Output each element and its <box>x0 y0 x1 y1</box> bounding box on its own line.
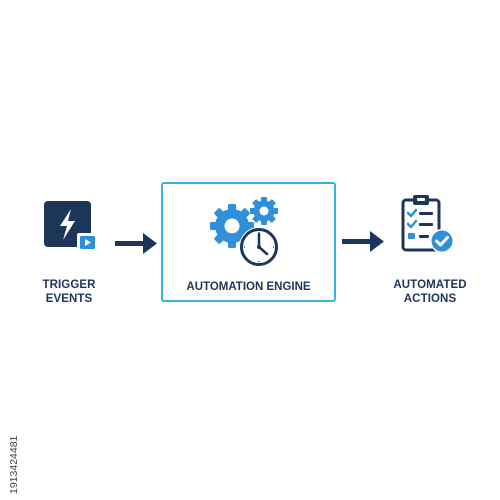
automated-actions-label: AUTOMATED ACTIONS <box>385 278 475 306</box>
trigger-events-label: TRIGGER EVENTS <box>36 278 102 306</box>
trigger-label-line1: TRIGGER <box>42 279 96 291</box>
automation-engine-box: AUTOMATION ENGINE <box>161 182 336 302</box>
gears-clock-icon <box>210 197 279 267</box>
watermark-id-text: 1913424481 <box>8 435 19 494</box>
actions-label-line1: AUTOMATED <box>393 279 467 291</box>
actions-label-line2: ACTIONS <box>403 293 457 305</box>
trigger-label-line2: EVENTS <box>45 293 93 305</box>
automation-engine-label: AUTOMATION ENGINE <box>186 281 311 293</box>
arrow-right-icon <box>342 231 384 252</box>
small-gear-icon <box>250 197 278 225</box>
clipboard-check-icon <box>401 195 454 253</box>
large-gear-icon <box>210 204 254 248</box>
watermark-id: 1913424481 <box>8 435 19 494</box>
arrow-right-icon <box>115 233 157 254</box>
clock-icon <box>239 227 279 267</box>
lightning-play-icon <box>44 201 98 252</box>
